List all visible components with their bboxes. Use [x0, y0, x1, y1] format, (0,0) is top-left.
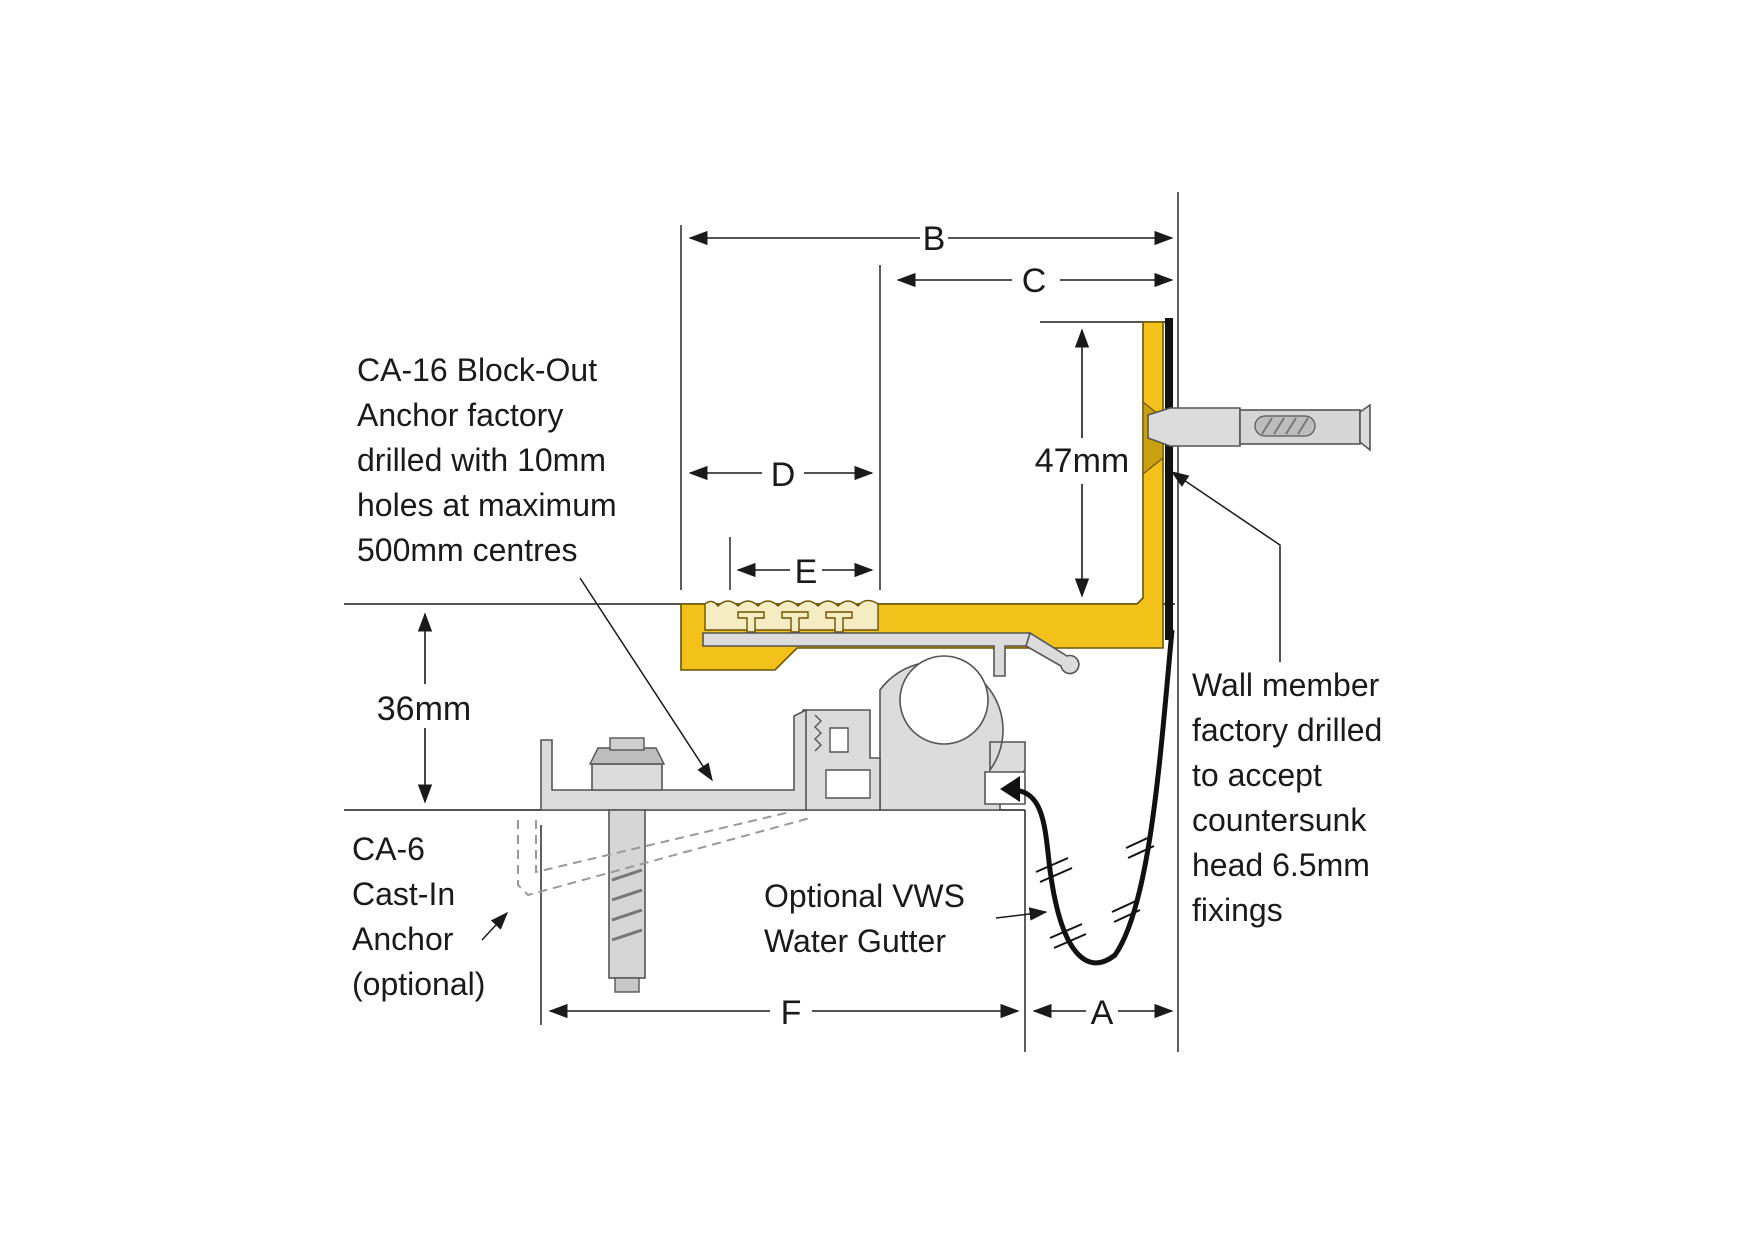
callout-cast-in-anchor: CA-6 Cast-In Anchor (optional) — [352, 831, 485, 1002]
callout-line: drilled with 10mm — [357, 442, 606, 478]
callout-line: Anchor factory — [357, 397, 563, 433]
callout-line: 500mm centres — [357, 532, 578, 568]
t-slot-fixings — [737, 611, 853, 633]
dimension-47mm-label: 47mm — [1035, 442, 1129, 480]
wall-fixing-anchor — [1147, 403, 1371, 452]
dimension-b-label: B — [923, 220, 946, 258]
callout-block-out-anchor: CA-16 Block-Out Anchor factory drilled w… — [357, 352, 617, 568]
dimension-b: B — [688, 220, 1174, 258]
callout-wall-member: Wall member factory drilled to accept co… — [1192, 667, 1382, 928]
insert-strip — [704, 599, 879, 633]
callout-line: Cast-In — [352, 876, 455, 912]
dimension-36mm-label: 36mm — [377, 690, 471, 728]
callout-line: holes at maximum — [357, 487, 617, 523]
callout-line: head 6.5mm — [1192, 847, 1370, 883]
callout-line: to accept — [1192, 757, 1322, 793]
callout-line: countersunk — [1192, 802, 1367, 838]
dimension-36mm: 36mm — [377, 612, 471, 804]
callout-line: fixings — [1192, 892, 1283, 928]
callout-water-gutter: Optional VWS Water Gutter — [764, 878, 965, 959]
dimension-c-label: C — [1022, 262, 1047, 300]
dimension-47mm: 47mm — [1035, 328, 1129, 598]
leader-lines — [481, 471, 1281, 941]
water-gutter-loop — [1000, 629, 1175, 966]
dimension-c: C — [896, 262, 1174, 300]
callout-line: Anchor — [352, 921, 454, 957]
dimension-d: D — [688, 456, 874, 494]
dimension-a-label: A — [1091, 994, 1114, 1032]
callout-line: Wall member — [1192, 667, 1380, 703]
dimension-f: F — [548, 994, 1020, 1032]
dimension-e: E — [736, 553, 874, 591]
callout-line: Water Gutter — [764, 923, 946, 959]
dimension-f-label: F — [781, 994, 802, 1032]
callout-line: Optional VWS — [764, 878, 965, 914]
dimension-e-label: E — [795, 553, 818, 591]
dimension-a: A — [1032, 994, 1174, 1032]
anchor-bolt — [588, 737, 666, 993]
cast-in-anchor-dashed — [517, 811, 811, 897]
callout-line: CA-16 Block-Out — [357, 352, 597, 388]
callout-line: factory drilled — [1192, 712, 1382, 748]
dimension-d-label: D — [771, 456, 796, 494]
callout-line: (optional) — [352, 966, 485, 1002]
callout-line: CA-6 — [352, 831, 425, 867]
